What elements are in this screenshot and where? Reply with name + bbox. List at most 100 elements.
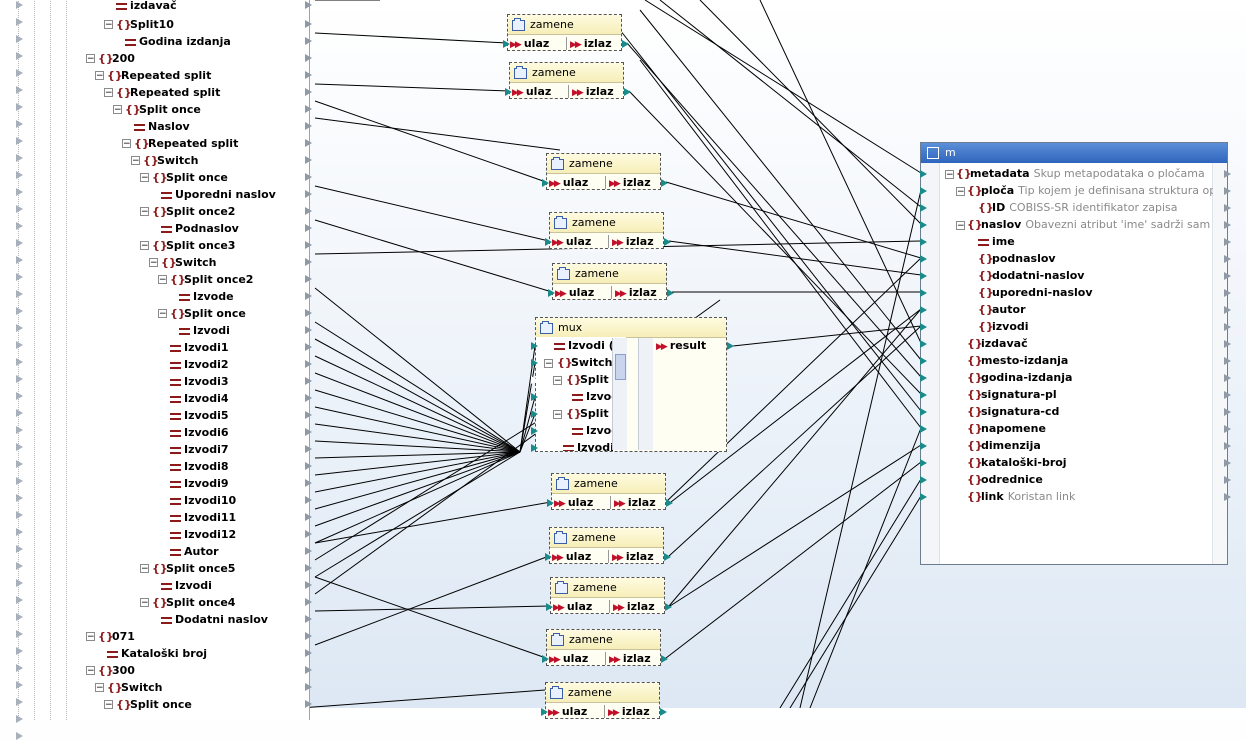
target-tree-node[interactable]: {}godina-izdanja (967, 369, 1072, 386)
connection-line[interactable] (809, 427, 922, 708)
source-tree-node[interactable]: Godina izdanja (125, 33, 231, 50)
target-input-connector[interactable] (920, 306, 927, 314)
source-output-connector[interactable] (305, 683, 312, 691)
left-gutter-connector[interactable] (16, 477, 23, 485)
source-output-connector[interactable] (305, 513, 312, 521)
source-tree-node[interactable]: −{}Split once4 (140, 594, 235, 611)
expand-collapse-toggle[interactable]: − (113, 105, 122, 115)
function-title-bar[interactable]: zamene (508, 15, 621, 35)
function-output-connector[interactable] (665, 603, 672, 611)
function-title-bar[interactable]: zamene (547, 154, 660, 174)
zamene-function[interactable]: zamene▶▶ulaz▶▶izlaz (545, 527, 671, 564)
function-input-port[interactable]: ▶▶ulaz (549, 174, 588, 193)
source-output-connector[interactable] (305, 581, 312, 589)
function-output-port[interactable]: ▶▶izlaz (609, 650, 651, 669)
connection-line[interactable] (314, 440, 521, 453)
source-output-connector[interactable] (305, 173, 312, 181)
function-input-connector[interactable] (546, 603, 553, 611)
connection-line[interactable] (779, 478, 922, 708)
connection-line[interactable] (314, 451, 521, 493)
source-output-connector[interactable] (305, 649, 312, 657)
left-gutter-connector[interactable] (16, 392, 23, 400)
source-output-connector[interactable] (305, 190, 312, 198)
source-tree-node[interactable]: Autor (170, 543, 219, 560)
mux-input-connector[interactable] (531, 376, 538, 384)
expand-collapse-toggle[interactable]: − (553, 375, 562, 386)
function-title-bar[interactable]: zamene (553, 264, 666, 284)
target-tree-node[interactable]: {}mesto-izdanja (967, 352, 1068, 369)
source-output-connector[interactable] (305, 564, 312, 572)
connection-line[interactable] (314, 423, 521, 453)
zamene-function[interactable]: zamene▶▶ulaz▶▶izlaz (541, 682, 667, 719)
left-gutter-connector[interactable] (16, 596, 23, 604)
expand-collapse-toggle[interactable]: − (140, 207, 149, 217)
connection-line[interactable] (314, 555, 550, 646)
source-tree-node[interactable]: Podnaslov (161, 220, 239, 237)
source-tree-node[interactable]: Izvodi9 (170, 475, 229, 492)
expand-collapse-toggle[interactable]: − (104, 88, 113, 98)
left-gutter-connector[interactable] (16, 511, 23, 519)
connection-line[interactable] (314, 451, 521, 527)
expand-collapse-toggle[interactable]: − (158, 309, 167, 319)
source-tree-node[interactable]: Naslov (134, 118, 190, 135)
source-tree-node[interactable]: Kataloški broj (107, 645, 207, 662)
target-tree-node[interactable]: {}dimenzija (967, 437, 1041, 454)
zamene-function[interactable]: zamene▶▶ulaz▶▶izlaz (505, 62, 631, 99)
left-gutter-connector[interactable] (16, 375, 23, 383)
mux-input-node[interactable]: −{}Split o (553, 371, 620, 388)
expand-collapse-toggle[interactable]: − (140, 173, 149, 183)
zamene-function[interactable]: zamene▶▶ulaz▶▶izlaz (542, 153, 668, 193)
function-input-port[interactable]: ▶▶ulaz (549, 650, 588, 669)
target-output-connector[interactable] (1224, 187, 1231, 195)
target-output-connector[interactable] (1224, 255, 1231, 263)
function-output-connector[interactable] (666, 499, 673, 507)
source-output-connector[interactable] (305, 394, 312, 402)
source-tree-node[interactable]: −{}Split once2 (158, 271, 253, 288)
target-output-connector[interactable] (1224, 340, 1231, 348)
function-output-port[interactable]: ▶▶izlaz (614, 494, 656, 513)
source-output-connector[interactable] (305, 598, 312, 606)
expand-collapse-toggle[interactable]: − (122, 139, 131, 149)
source-output-connector[interactable] (305, 207, 312, 215)
target-output-connector[interactable] (1224, 408, 1231, 416)
expand-collapse-toggle[interactable]: − (553, 409, 562, 420)
mux-input-node[interactable]: Izvodi ( (554, 337, 614, 354)
source-output-connector[interactable] (305, 105, 312, 113)
source-output-connector[interactable] (305, 632, 312, 640)
mux-input-connector[interactable] (531, 342, 538, 350)
source-tree-node[interactable]: Izvodi7 (170, 441, 229, 458)
function-title-bar[interactable]: zamene (547, 630, 660, 650)
expand-collapse-toggle[interactable]: − (95, 683, 104, 693)
expand-collapse-toggle[interactable]: − (158, 275, 167, 285)
function-input-port[interactable]: ▶▶ulaz (553, 598, 592, 617)
source-tree-node[interactable]: Uporedni naslov (161, 186, 276, 203)
connection-line[interactable] (659, 0, 922, 208)
mux-input-connector[interactable] (531, 393, 538, 401)
target-tree-node[interactable]: {}izdavač (967, 335, 1028, 352)
function-input-connector[interactable] (548, 289, 555, 297)
zamene-function[interactable]: zamene▶▶ulaz▶▶izlaz (548, 263, 674, 300)
connection-line[interactable] (732, 325, 922, 347)
zamene-function[interactable]: zamene▶▶ulaz▶▶izlaz (547, 473, 673, 513)
source-tree-node[interactable]: −{}Split once (113, 101, 201, 118)
target-output-connector[interactable] (1224, 289, 1231, 297)
target-output-connector[interactable] (1224, 323, 1231, 331)
connection-line[interactable] (314, 451, 521, 510)
target-input-connector[interactable] (920, 255, 927, 263)
source-output-connector[interactable] (305, 615, 312, 623)
mux-input-connector[interactable] (531, 359, 538, 367)
source-tree-node[interactable]: Izvodi (161, 577, 212, 594)
connection-line[interactable] (314, 451, 521, 578)
source-tree-node[interactable]: −{}Repeated split (122, 135, 238, 152)
source-output-connector[interactable] (305, 547, 312, 555)
expand-collapse-toggle[interactable]: − (95, 71, 104, 81)
mux-result-scrollbar[interactable] (638, 338, 653, 450)
connection-line[interactable] (314, 338, 521, 453)
source-tree-node[interactable]: −{}Split once3 (140, 237, 235, 254)
connection-line[interactable] (314, 185, 550, 242)
connection-line[interactable] (668, 240, 922, 276)
